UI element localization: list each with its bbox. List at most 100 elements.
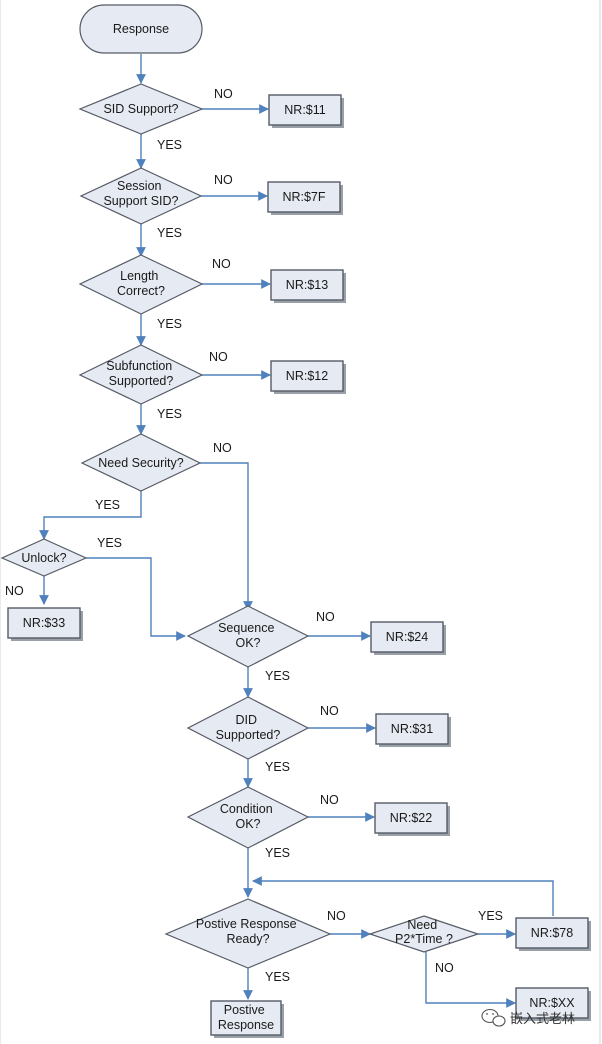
edge-label-yes: YES <box>478 909 503 923</box>
decision-did-supported: DID Supported? <box>186 696 310 760</box>
svg-text:Postive Response Ready?: Postive Response Ready? <box>196 917 300 946</box>
nrc-label: NR:$XX <box>529 996 575 1010</box>
nrc-label: NR:$33 <box>23 616 65 630</box>
edge-security-no <box>200 462 253 611</box>
nrc-box-22: NR:$22 <box>374 802 450 836</box>
edge-label-yes: YES <box>157 407 182 421</box>
edge-label-yes: YES <box>265 970 290 984</box>
nrc-label: NR:$12 <box>286 369 328 383</box>
decision-label-line: Unlock? <box>21 551 66 565</box>
svg-text:SID Support?: SID Support? <box>103 102 178 116</box>
edge-label-no: NO <box>214 173 233 187</box>
decision-label-line: Session <box>117 179 162 193</box>
watermark: 嵌入式老林 <box>481 1008 575 1027</box>
svg-text:Condition OK?: Condition OK? <box>220 802 276 831</box>
edge-label-yes: YES <box>157 317 182 331</box>
edge-label-yes: YES <box>265 846 290 860</box>
edge-labels: NO YES NO YES NO YES NO YES NO YES YES N… <box>5 87 503 984</box>
decision-label-line: Need <box>407 918 437 932</box>
nrc-box-12: NR:$12 <box>270 360 346 394</box>
edge-label-no: NO <box>320 704 339 718</box>
nrc-box-13: NR:$13 <box>270 269 346 303</box>
svg-text:Sequence OK?: Sequence OK? <box>218 621 278 650</box>
watermark-text: 嵌入式老林 <box>510 1012 575 1027</box>
edge-label-no: NO <box>5 584 24 598</box>
edges <box>39 54 554 1008</box>
decision-label-line: Postive Response <box>196 917 297 931</box>
decision-positive-ready: Postive Response Ready? <box>164 898 332 969</box>
end-label-line: Postive <box>224 1003 265 1017</box>
edge-unlock-yes <box>86 557 186 641</box>
edge-label-no: NO <box>316 610 335 624</box>
edge-label-no: NO <box>327 909 346 923</box>
nrc-label: NR:$24 <box>386 630 428 644</box>
end-label-line: Response <box>218 1018 274 1032</box>
nrc-box-7f: NR:$7F <box>267 181 343 215</box>
decision-label-line: Supported? <box>216 728 281 742</box>
decision-label-line: Condition <box>220 802 273 816</box>
edge-label-no: NO <box>212 257 231 271</box>
decision-label-line: Sequence <box>218 621 274 635</box>
end-node-positive-response: Postive Response <box>210 1000 284 1038</box>
decision-label-line: SID Support? <box>103 102 178 116</box>
decision-label-line: Supported? <box>109 374 174 388</box>
edge-label-yes: YES <box>95 498 120 512</box>
decision-label-line: OK? <box>235 817 260 831</box>
decision-label-line: Support SID? <box>103 194 178 208</box>
edge-label-no: NO <box>214 87 233 101</box>
svg-text:Need P2*Time ?: Need P2*Time ? <box>395 918 453 946</box>
nrc-label: NR:$7F <box>282 190 325 204</box>
nrc-label: NR:$13 <box>286 278 328 292</box>
edge-label-no: NO <box>209 350 228 364</box>
edge-p2-no <box>425 952 516 1008</box>
decision-label-line: Length <box>120 269 158 283</box>
edge-label-no: NO <box>435 961 454 975</box>
nrc-label: NR:$31 <box>391 722 433 736</box>
nrc-box-33: NR:$33 <box>7 607 83 641</box>
decision-label-line: Ready? <box>226 932 269 946</box>
nrc-label: NR:$22 <box>390 811 432 825</box>
decision-sequence-ok: Sequence OK? <box>186 605 310 668</box>
decision-need-security: Need Security? <box>80 433 202 492</box>
decision-subfunction: Subfunction Supported? <box>78 344 204 405</box>
nrc-box-24: NR:$24 <box>370 621 446 655</box>
svg-text:Session Support SID?: Session Support SID? <box>103 179 178 208</box>
edge-label-yes: YES <box>157 226 182 240</box>
edge-label-no: NO <box>320 793 339 807</box>
edge-label-yes: YES <box>97 536 122 550</box>
nrc-box-xx: NR:$XX <box>515 987 591 1021</box>
start-node: Response <box>79 4 203 54</box>
decision-label-line: Subfunction <box>106 359 172 373</box>
decision-label-line: OK? <box>235 636 260 650</box>
nrc-box-31: NR:$31 <box>375 713 451 747</box>
decision-session-support: Session Support SID? <box>79 167 203 225</box>
svg-text:Postive Response: Postive Response <box>218 1003 274 1032</box>
decision-sid-support: SID Support? <box>78 83 204 135</box>
svg-text:Unlock?: Unlock? <box>21 551 66 565</box>
edge-label-no: NO <box>213 441 232 455</box>
decision-label-line: Correct? <box>117 284 165 298</box>
svg-text:DID Supported?: DID Supported? <box>216 713 281 742</box>
edge-label-yes: YES <box>265 760 290 774</box>
decision-label-line: Need Security? <box>98 456 184 470</box>
edge-label-yes: YES <box>157 138 182 152</box>
decision-length-correct: Length Correct? <box>78 254 204 315</box>
nrc-box-11: NR:$11 <box>268 94 344 128</box>
decision-unlock: Unlock? <box>0 538 88 577</box>
nrc-label: NR:$78 <box>531 926 573 940</box>
svg-text:Length Correct?: Length Correct? <box>117 269 165 298</box>
svg-text:Subfunction Supported?: Subfunction Supported? <box>106 359 176 388</box>
svg-text:Need Security?: Need Security? <box>98 456 184 470</box>
decision-label-line: DID <box>235 713 257 727</box>
edge-security-yes <box>39 491 142 540</box>
edge-label-yes: YES <box>265 669 290 683</box>
decision-label-line: P2*Time ? <box>395 932 453 946</box>
nrc-box-78: NR:$78 <box>515 917 591 951</box>
decision-need-p2: Need P2*Time ? <box>368 915 480 953</box>
start-label: Response <box>113 22 169 36</box>
nrc-label: NR:$11 <box>284 103 326 117</box>
decision-condition-ok: Condition OK? <box>186 786 310 849</box>
edge-nr78-loop <box>252 876 554 916</box>
wechat-icon <box>481 1008 506 1027</box>
